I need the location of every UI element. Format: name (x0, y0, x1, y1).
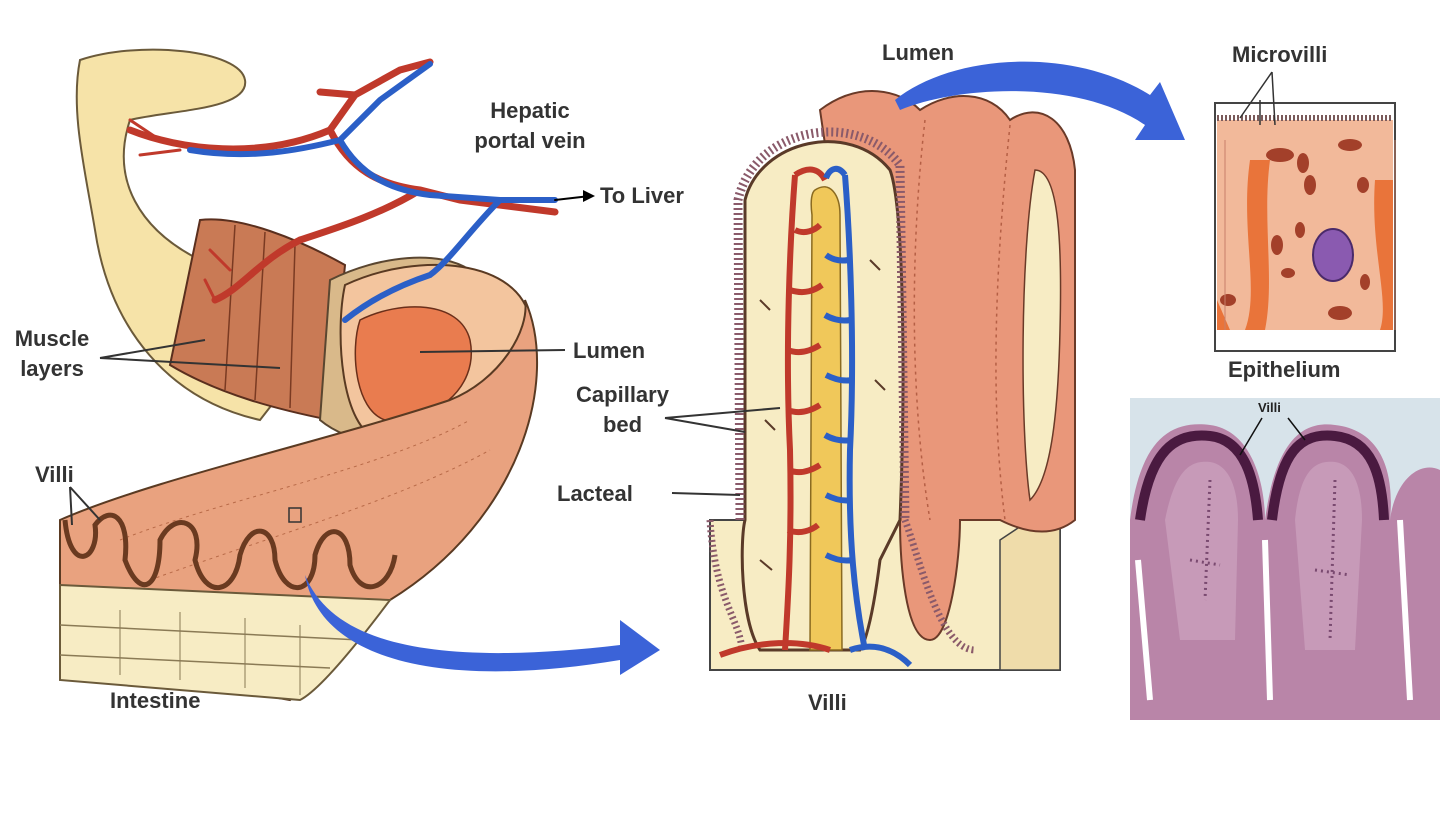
lumen-villus-label: Lumen (882, 40, 955, 65)
villus-illustration (706, 90, 1076, 671)
epithelium-label: Epithelium (1228, 357, 1341, 382)
microvilli-label: Microvilli (1232, 42, 1328, 67)
intestine-base (59, 583, 392, 702)
villi-micrograph-label: Villi (1258, 400, 1281, 415)
leader-lines-intestine (69, 339, 566, 526)
capillary-label-line2: bed (602, 412, 643, 437)
villi-folds (62, 512, 398, 591)
villus-marker (288, 507, 302, 523)
muscle-label-line1: Muscle (14, 326, 90, 351)
cell-nucleus (1312, 228, 1354, 282)
artery-vessel (126, 58, 559, 304)
hepatic-label-line2: portal vein (474, 128, 586, 153)
lacteal-label: Lacteal (557, 481, 633, 506)
lumen-intestine-label: Lumen (573, 338, 646, 363)
intestine-illustration (59, 48, 538, 702)
vein-vessel (187, 61, 558, 323)
epithelium-panel (1214, 71, 1396, 352)
hepatic-label-line1: Hepatic (490, 98, 570, 123)
villi-micrograph (1130, 398, 1440, 720)
leader-lines-villus (664, 407, 781, 496)
to-liver-label: To Liver (600, 183, 684, 208)
arrow-to-villi (305, 575, 660, 675)
blood-vessels (126, 58, 595, 323)
capillary-blue (823, 165, 913, 668)
capillary-red (718, 166, 831, 658)
muscle-layers-label: Muscle layers (0, 324, 104, 384)
villi-caption: Villi (808, 690, 847, 715)
lumen-opening (354, 306, 473, 422)
capillary-label-line1: Capillary (576, 382, 669, 407)
villi-intestine-label: Villi (35, 462, 74, 487)
arrow-to-epithelium (895, 61, 1185, 140)
hepatic-portal-vein-label: Hepatic portal vein (460, 96, 600, 156)
intestine-caption: Intestine (110, 688, 201, 713)
capillary-bed-label: Capillary bed (555, 380, 690, 440)
muscle-label-line2: layers (20, 356, 84, 381)
